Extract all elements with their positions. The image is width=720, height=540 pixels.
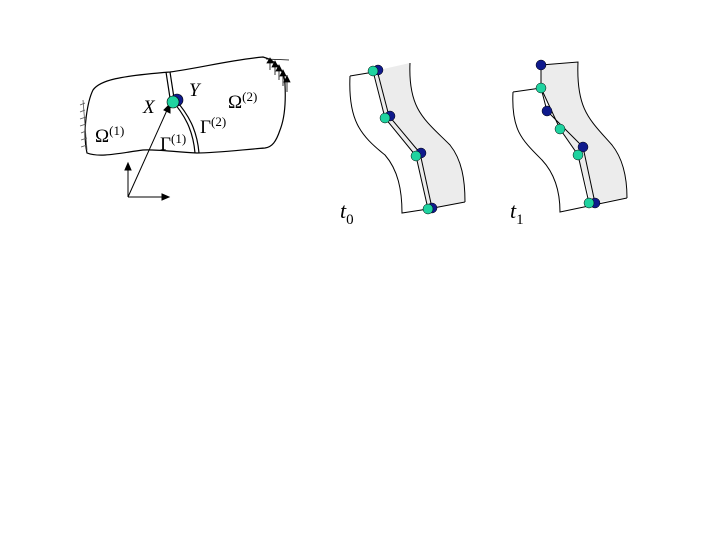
coordinate-axes <box>124 102 171 201</box>
t1-shaded-region <box>541 62 627 203</box>
t1-subscript: 1 <box>516 212 524 228</box>
t0-green-nodes <box>367 65 434 215</box>
t0-shaded-region <box>374 63 465 209</box>
gamma2-superscript: (2) <box>211 114 226 129</box>
node-x-green <box>166 95 180 109</box>
gamma1-symbol: Γ <box>160 134 171 155</box>
t0-subscript: 0 <box>346 212 354 228</box>
panel-t1: t1 <box>510 59 628 228</box>
label-omega1: Ω(1) <box>95 123 124 147</box>
t1-blue-nodes <box>535 59 601 209</box>
label-x: X <box>142 97 156 118</box>
omega2-superscript: (2) <box>242 89 257 104</box>
omega1-superscript: (1) <box>109 123 124 138</box>
panel-t0: t0 <box>340 62 466 228</box>
omega2-symbol: Ω <box>228 92 242 113</box>
body-outline <box>84 56 286 156</box>
label-t1: t1 <box>510 198 524 228</box>
gamma2-symbol: Γ <box>200 117 211 138</box>
label-omega2: Ω(2) <box>228 89 257 113</box>
t1-symbol: t <box>510 198 517 223</box>
fixed-support-hatch <box>79 99 88 151</box>
label-gamma2: Γ(2) <box>200 114 226 138</box>
omega1-symbol: Ω <box>95 126 109 147</box>
load-arrows <box>265 57 291 92</box>
t0-right-boundary <box>409 62 466 203</box>
label-gamma1: Γ(1) <box>160 131 186 155</box>
t0-symbol: t <box>340 198 347 223</box>
t0-interface-b <box>376 69 433 209</box>
gamma1-superscript: (1) <box>171 131 186 146</box>
t0-interface-a <box>372 70 429 210</box>
label-y: Y <box>189 80 202 101</box>
t1-right-boundary <box>540 61 628 199</box>
t1-green-nodes <box>535 82 595 209</box>
label-t0: t0 <box>340 198 354 228</box>
